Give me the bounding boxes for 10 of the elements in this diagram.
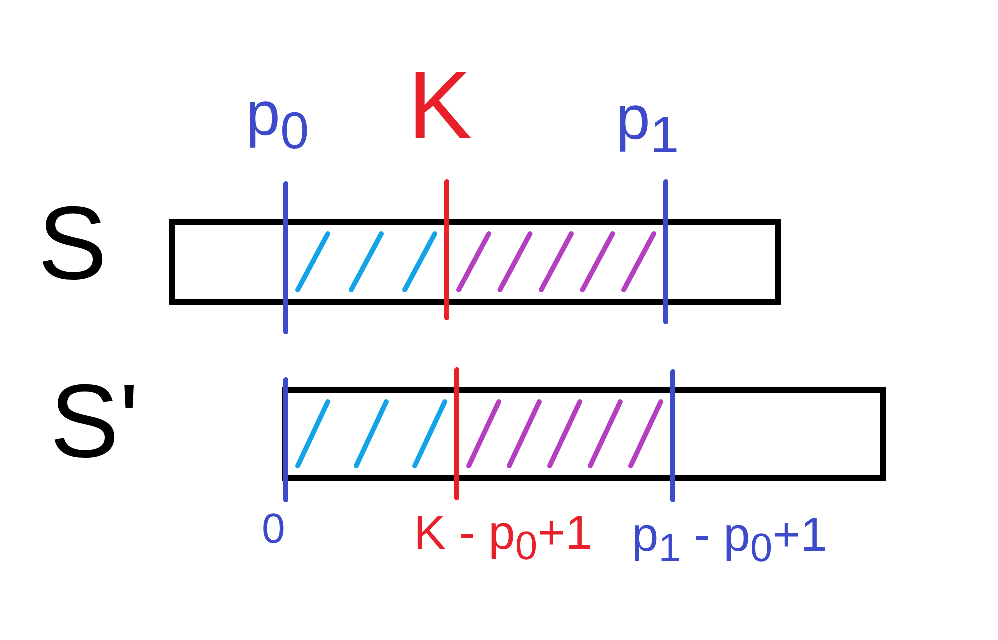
position-label: p$_{1}$	[616, 88, 680, 162]
position-label: p$_{1}$ - p$_{0}$+1	[632, 512, 828, 569]
position-label: p$_{0}$	[246, 84, 310, 158]
array-name-label: S	[38, 192, 108, 296]
array-strip	[169, 219, 781, 305]
position-label: 0	[262, 508, 286, 550]
position-label: K - p$_{0}$+1	[414, 510, 592, 567]
position-label: K	[408, 58, 472, 154]
array-strip	[282, 387, 886, 481]
array-name-label: S'	[50, 370, 140, 474]
